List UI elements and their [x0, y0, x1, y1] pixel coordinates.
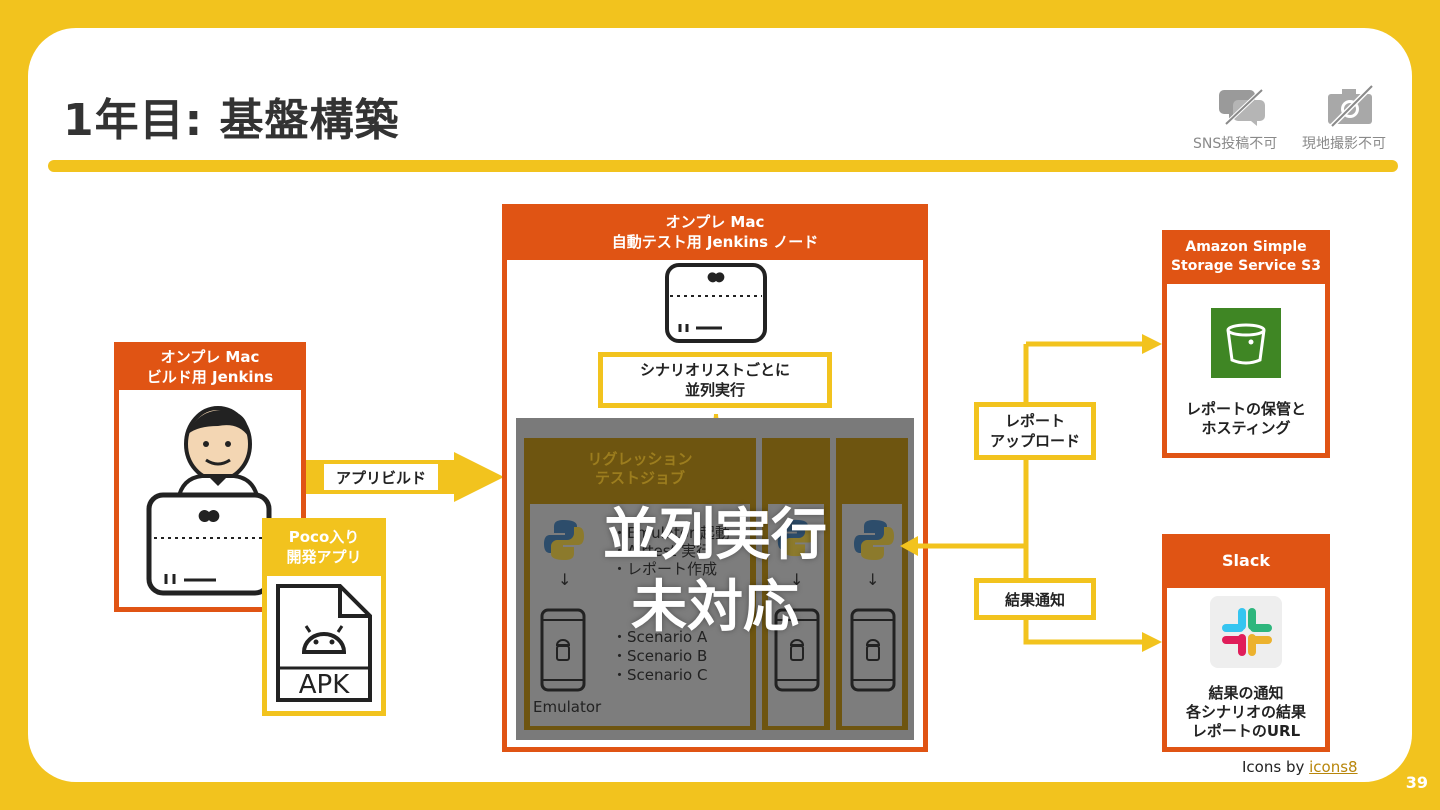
job-steps: ・Emulator 起動 ・Airtest 実行 ・レポート作成 [612, 524, 730, 578]
s3-header: Amazon Simple Storage Service S3 [1162, 230, 1330, 284]
emulator-phone-icon [850, 608, 896, 696]
test-node-header-line1: オンプレ Mac [665, 213, 765, 231]
poco-header-line1: Poco入り [288, 528, 360, 546]
no-sns-label: SNS投稿不可 [1193, 136, 1278, 152]
emulator-phone-icon [774, 608, 820, 696]
job-step: ・Airtest 実行 [612, 542, 712, 560]
emulator-label: Emulator [533, 698, 602, 716]
python-icon [542, 518, 586, 566]
upload-line2: アップロード [989, 432, 1080, 450]
parallel-line1: シナリオリストごとに [639, 361, 790, 379]
no-photo-label: 現地撮影不可 [1302, 136, 1386, 152]
build-node-header-line1: オンプレ Mac [160, 348, 260, 366]
test-node-header: オンプレ Mac 自動テスト用 Jenkins ノード [502, 204, 928, 260]
apk-label: APK [298, 670, 350, 700]
scenario-item: ・Scenario C [612, 666, 708, 684]
s3-bucket-icon [1211, 308, 1281, 382]
s3-header-line1: Amazon Simple [1185, 239, 1307, 255]
test-node-header-line2: 自動テスト用 Jenkins ノード [611, 233, 819, 251]
python-icon [776, 518, 816, 562]
parallel-line2: 並列実行 [684, 381, 745, 399]
upload-label-box: レポート アップロード [974, 402, 1096, 460]
job-step: ・レポート作成 [612, 560, 718, 578]
s3-description: レポートの保管と ホスティング [1162, 400, 1330, 438]
apk-file-icon [274, 582, 374, 708]
regression-job-title: リグレッション テストジョブ [524, 450, 756, 488]
test-mac-mini-icon [664, 262, 768, 348]
poco-app-header: Poco入り 開発アプリ [262, 518, 386, 576]
mac-mini-icon [146, 492, 272, 600]
build-node-header: オンプレ Mac ビルド用 Jenkins [114, 342, 306, 390]
job-step: ・Emulator 起動 [612, 524, 730, 542]
no-sns-icon [1218, 86, 1268, 132]
overlay-line2: 未対応 [631, 575, 799, 640]
jenkins-butler-icon [168, 404, 268, 504]
slack-logo-icon [1210, 596, 1282, 672]
no-photo-icon [1326, 84, 1376, 132]
unsupported-overlay-text: 並列実行 未対応 [560, 500, 870, 644]
slack-description: 結果の通知 各シナリオの結果 レポートのURL [1162, 684, 1330, 741]
build-arrow-label: アプリビルド [320, 460, 442, 494]
slide-title: 1年目: 基盤構築 [63, 95, 400, 146]
slack-desc-line3: レポートのURL [1191, 722, 1301, 740]
scenario-item: ・Scenario B [612, 647, 708, 665]
slack-desc-line1: 結果の通知 [1208, 684, 1284, 702]
scenario-item: ・Scenario A [612, 628, 708, 646]
s3-desc-line2: ホスティング [1201, 419, 1291, 437]
regression-title-line1: リグレッション [587, 450, 693, 468]
overlay-line1: 並列実行 [603, 503, 827, 568]
notify-label-box: 結果通知 [974, 578, 1096, 620]
icons8-link[interactable]: icons8 [1309, 758, 1358, 776]
title-underline [48, 160, 1398, 172]
poco-header-line2: 開発アプリ [286, 548, 362, 566]
credit-prefix: Icons by [1242, 758, 1310, 776]
slack-header: Slack [1162, 534, 1330, 588]
down-arrow-icon: ↓ [790, 570, 804, 589]
python-icon [852, 518, 896, 566]
down-arrow-icon: ↓ [558, 570, 572, 589]
page-number: 39 [1405, 773, 1428, 792]
parallel-exec-box: シナリオリストごとに 並列実行 [598, 352, 832, 408]
scenario-list: ・Scenario A ・Scenario B ・Scenario C [612, 628, 707, 685]
build-node-header-line2: ビルド用 Jenkins [146, 368, 274, 386]
s3-desc-line1: レポートの保管と [1185, 400, 1306, 418]
s3-header-line2: Storage Service S3 [1170, 258, 1322, 274]
regression-title-line2: テストジョブ [594, 469, 685, 487]
slack-desc-line2: 各シナリオの結果 [1185, 703, 1306, 721]
upload-line1: レポート [1004, 412, 1065, 430]
down-arrow-icon: ↓ [866, 570, 880, 589]
emulator-phone-icon [540, 608, 586, 696]
icon-credit: Icons by icons8 [1242, 758, 1358, 776]
